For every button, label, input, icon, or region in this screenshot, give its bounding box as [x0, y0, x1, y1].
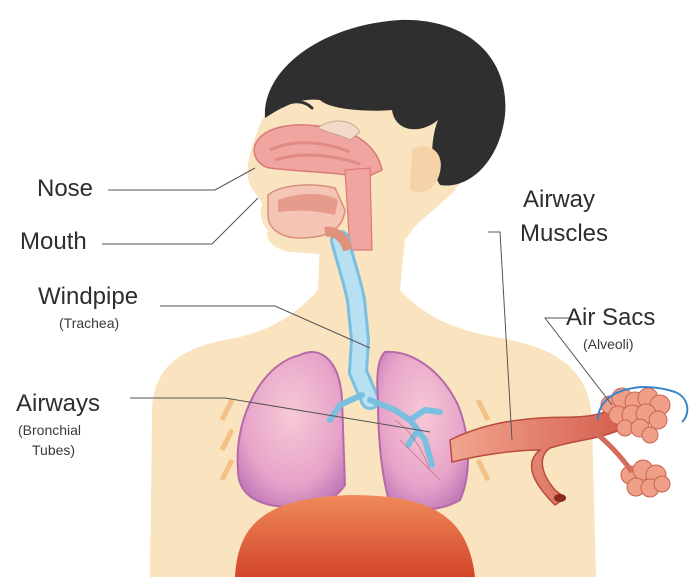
label-windpipe: Windpipe — [38, 285, 138, 309]
nose-leader — [108, 168, 255, 190]
label-windpipe-sub: (Trachea) — [59, 316, 119, 330]
label-airways-sub-2: Tubes) — [32, 443, 75, 457]
label-air-sacs-sub: (Alveoli) — [583, 337, 634, 351]
label-nose: Nose — [37, 177, 93, 201]
label-mouth: Mouth — [20, 230, 87, 254]
mouth-leader — [102, 198, 258, 244]
label-airways-sub-1: (Bronchial — [18, 423, 81, 437]
label-airways: Airways — [16, 392, 100, 416]
label-muscles: Muscles — [520, 222, 608, 246]
label-airway: Airway — [523, 188, 595, 212]
label-air-sacs: Air Sacs — [566, 306, 655, 330]
